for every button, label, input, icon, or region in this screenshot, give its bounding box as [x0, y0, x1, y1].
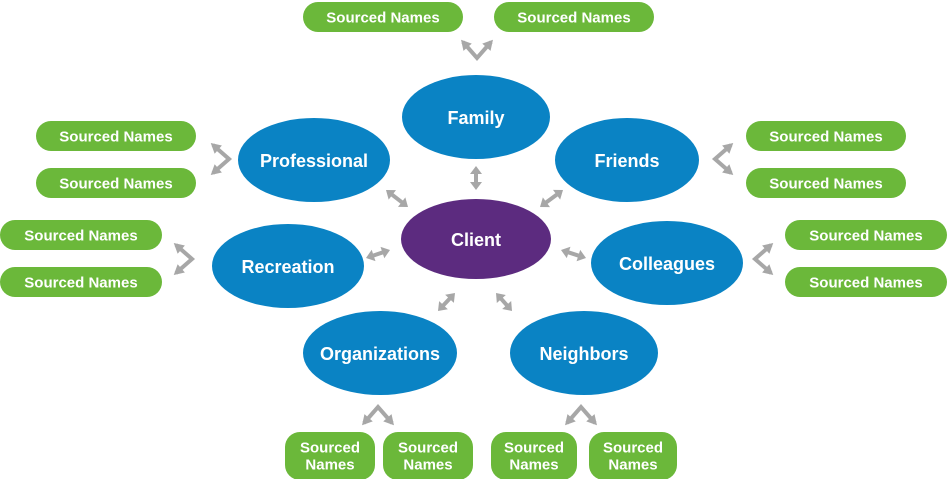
hub-colleagues: Colleagues [591, 221, 743, 305]
arrows-layer [173, 39, 774, 426]
sourced-names-pill-shape [0, 220, 162, 250]
hub-recreation-label: Recreation [241, 257, 334, 277]
arrow-client-family [470, 166, 482, 190]
sourced-names-recreation-1: Sourced Names [0, 220, 162, 250]
hub-colleagues-ellipse [591, 221, 743, 305]
arrow-client-colleagues [561, 246, 586, 262]
sourced-names-label: Sourced Names [59, 129, 172, 146]
arrow-client-recreation [366, 246, 390, 262]
sourced-names-family-1: Sourced Names [303, 2, 463, 32]
sourced-names-pill-shape [746, 121, 906, 151]
sourced-names-professional-2: Sourced Names [36, 168, 196, 198]
sourced-names-label: Sourced Names [769, 129, 882, 146]
sourced-names-pill-shape [491, 432, 577, 479]
sourced-names-label: Sourced Names [326, 10, 439, 27]
fork-arrow-recreation [173, 243, 196, 275]
sourced-names-label: Sourced [504, 440, 564, 457]
fork-arrow-friends [711, 143, 734, 175]
hub-recreation-ellipse [212, 224, 364, 308]
hub-recreation: Recreation [212, 224, 364, 308]
sourced-names-pill-shape [285, 432, 375, 479]
hub-organizations: Organizations [303, 311, 457, 395]
sourced-names-colleagues-2: Sourced Names [785, 267, 947, 297]
sourced-names-pill-shape [785, 220, 947, 250]
sourced-names-label: Names [509, 457, 558, 474]
sourced-names-pill-shape [0, 267, 162, 297]
sourced-names-colleagues-1: Sourced Names [785, 220, 947, 250]
hub-family-ellipse [402, 75, 550, 159]
hub-neighbors-ellipse [510, 311, 658, 395]
client-label: Client [451, 230, 501, 250]
hub-professional-ellipse [238, 118, 390, 202]
sourced-names-label: Sourced Names [809, 275, 922, 292]
sourced-names-label: Sourced [603, 440, 663, 457]
hub-professional-label: Professional [260, 151, 368, 171]
hub-friends-ellipse [555, 118, 699, 202]
sourced-names-family-2: Sourced Names [494, 2, 654, 32]
hub-professional: Professional [238, 118, 390, 202]
sourced-names-pill-shape [494, 2, 654, 32]
arrow-client-organizations [438, 293, 455, 311]
sourced-names-pill-shape [383, 432, 473, 479]
sourced-names-label: Names [608, 457, 657, 474]
fork-arrow-neighbors [565, 403, 597, 426]
hub-neighbors-label: Neighbors [539, 344, 628, 364]
fork-arrow-family [461, 39, 493, 62]
sourced-names-friends-2: Sourced Names [746, 168, 906, 198]
arrow-client-neighbors [496, 293, 512, 311]
fork-arrow-colleagues [751, 243, 774, 275]
hub-friends-label: Friends [594, 151, 659, 171]
arrow-client-professional [386, 190, 408, 207]
sourced-names-label: Sourced Names [517, 10, 630, 27]
sourced-names-label: Sourced [300, 440, 360, 457]
hub-colleagues-label: Colleagues [619, 254, 715, 274]
arrow-client-friends [540, 189, 563, 208]
sourced-names-label: Names [403, 457, 452, 474]
fork-arrow-professional [210, 143, 233, 175]
hub-family: Family [402, 75, 550, 159]
sourced-names-label: Sourced Names [59, 176, 172, 193]
client-node: Client [401, 199, 551, 279]
sourced-names-label: Sourced Names [24, 228, 137, 245]
hub-organizations-ellipse [303, 311, 457, 395]
sourced-names-label: Sourced Names [809, 228, 922, 245]
sourced-names-recreation-2: Sourced Names [0, 267, 162, 297]
sourced-names-label: Names [305, 457, 354, 474]
hub-neighbors: Neighbors [510, 311, 658, 395]
sourced-names-pill-shape [785, 267, 947, 297]
hub-friends: Friends [555, 118, 699, 202]
sourced-names-label: Sourced Names [24, 275, 137, 292]
sourced-names-label: Sourced [398, 440, 458, 457]
sourced-names-pill-shape [36, 168, 196, 198]
sourced-names-pill-shape [303, 2, 463, 32]
sourced-names-label: Sourced Names [769, 176, 882, 193]
fork-arrow-organizations [362, 403, 394, 426]
hub-organizations-label: Organizations [320, 344, 440, 364]
sourced-names-pill-shape [746, 168, 906, 198]
sourced-names-pill-shape [36, 121, 196, 151]
hub-family-label: Family [447, 108, 504, 128]
sourced-names-professional-1: Sourced Names [36, 121, 196, 151]
sourced-names-friends-1: Sourced Names [746, 121, 906, 151]
client-ellipse [401, 199, 551, 279]
client-layer: Client [401, 199, 551, 279]
sourced-names-pill-shape [589, 432, 677, 479]
